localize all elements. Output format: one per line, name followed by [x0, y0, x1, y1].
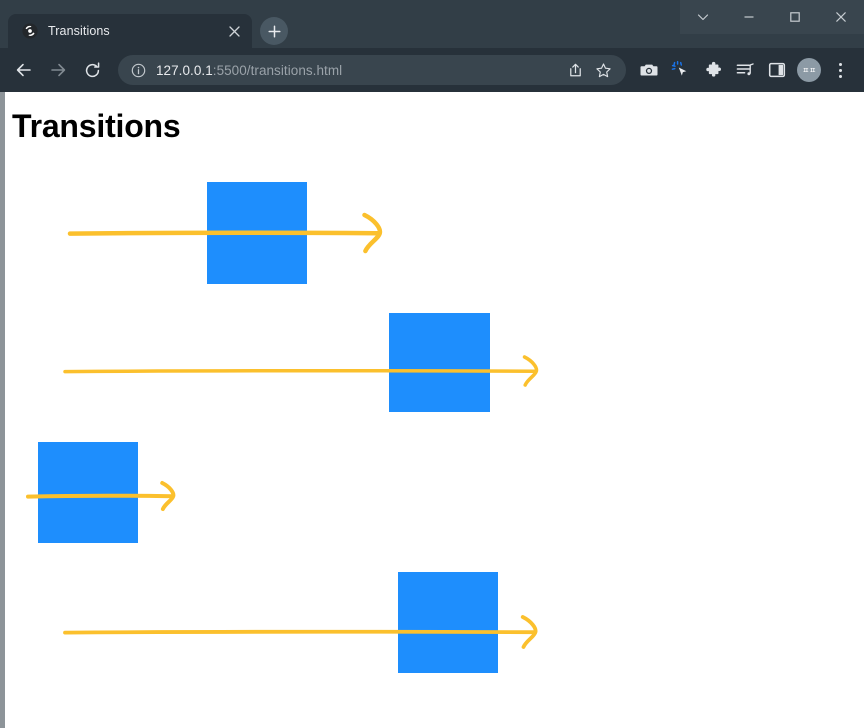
- arrow-right-icon: [48, 60, 68, 80]
- share-button[interactable]: [562, 57, 588, 83]
- browser-toolbar: 127.0.0.1:5500/transitions.html: [0, 48, 864, 92]
- extensions-button[interactable]: [698, 55, 728, 85]
- side-panel-button[interactable]: [762, 55, 792, 85]
- share-icon: [567, 62, 584, 79]
- omnibox-actions: [562, 57, 616, 83]
- arrow-head: [522, 355, 539, 387]
- media-playlist-icon: [735, 60, 755, 80]
- chevron-down-icon: [697, 11, 709, 23]
- new-tab-button[interactable]: [260, 17, 288, 45]
- arrow-shaft: [67, 230, 381, 236]
- menu-dot: [838, 62, 842, 66]
- tab-strip: Transitions: [0, 0, 864, 48]
- transition-row-3-box: [38, 442, 138, 543]
- menu-dot: [838, 74, 842, 78]
- toolbar-actions: ㅍㅍ: [634, 55, 854, 85]
- arrow-head: [520, 615, 538, 649]
- live-server-globe-icon: [22, 23, 38, 39]
- select-element-button[interactable]: [666, 55, 696, 85]
- menu-dot: [838, 68, 842, 72]
- transition-row-2-box: [389, 313, 490, 412]
- url-text: 127.0.0.1:5500/transitions.html: [156, 63, 556, 78]
- maximize-button[interactable]: [772, 0, 818, 34]
- title-bar: Transitions: [0, 0, 864, 48]
- reload-icon: [83, 61, 102, 80]
- tab-title: Transitions: [48, 24, 110, 38]
- avatar-initials: ㅍㅍ: [802, 65, 816, 75]
- url-host: 127.0.0.1: [156, 62, 213, 78]
- reload-button[interactable]: [76, 54, 108, 86]
- page-viewport: Transitions: [0, 92, 864, 728]
- maximize-icon: [789, 11, 801, 23]
- transition-row-4-box: [398, 572, 498, 673]
- back-button[interactable]: [8, 54, 40, 86]
- screenshot-button[interactable]: [634, 55, 664, 85]
- arrow-head: [160, 481, 176, 511]
- side-panel-icon: [768, 61, 786, 79]
- cursor-click-icon: [671, 60, 691, 80]
- arrow-shaft: [63, 368, 537, 374]
- arrow-head: [362, 212, 383, 254]
- address-bar[interactable]: 127.0.0.1:5500/transitions.html: [118, 55, 626, 85]
- tab-search-button[interactable]: [680, 0, 726, 34]
- close-icon[interactable]: [224, 21, 244, 41]
- page-title: Transitions: [12, 108, 181, 144]
- plus-icon: [267, 24, 281, 38]
- transition-row-1-arrow: [44, 202, 404, 264]
- close-icon: [835, 11, 847, 23]
- arrow-shaft: [63, 629, 536, 635]
- forward-button[interactable]: [42, 54, 74, 86]
- puzzle-icon: [704, 61, 723, 80]
- url-path: :5500/transitions.html: [212, 62, 343, 78]
- bookmark-star-button[interactable]: [590, 57, 616, 83]
- arrow-left-icon: [14, 60, 34, 80]
- arrow-shaft: [26, 493, 174, 499]
- camera-icon: [639, 60, 659, 80]
- star-icon: [595, 62, 612, 79]
- close-button[interactable]: [818, 0, 864, 34]
- media-list-button[interactable]: [730, 55, 760, 85]
- site-info-icon[interactable]: [129, 61, 147, 79]
- web-page: Transitions: [5, 92, 864, 728]
- transition-row-2-arrow: [39, 344, 561, 398]
- avatar[interactable]: ㅍㅍ: [797, 58, 821, 82]
- transition-row-4-arrow: [39, 604, 560, 660]
- minimize-button[interactable]: [726, 0, 772, 34]
- window-controls: [680, 0, 864, 34]
- chrome-menu-button[interactable]: [826, 55, 854, 85]
- minimize-icon: [743, 11, 755, 23]
- transition-row-3-arrow: [5, 470, 198, 522]
- tab-transitions[interactable]: Transitions: [8, 14, 252, 48]
- transitions-stage: [5, 92, 864, 728]
